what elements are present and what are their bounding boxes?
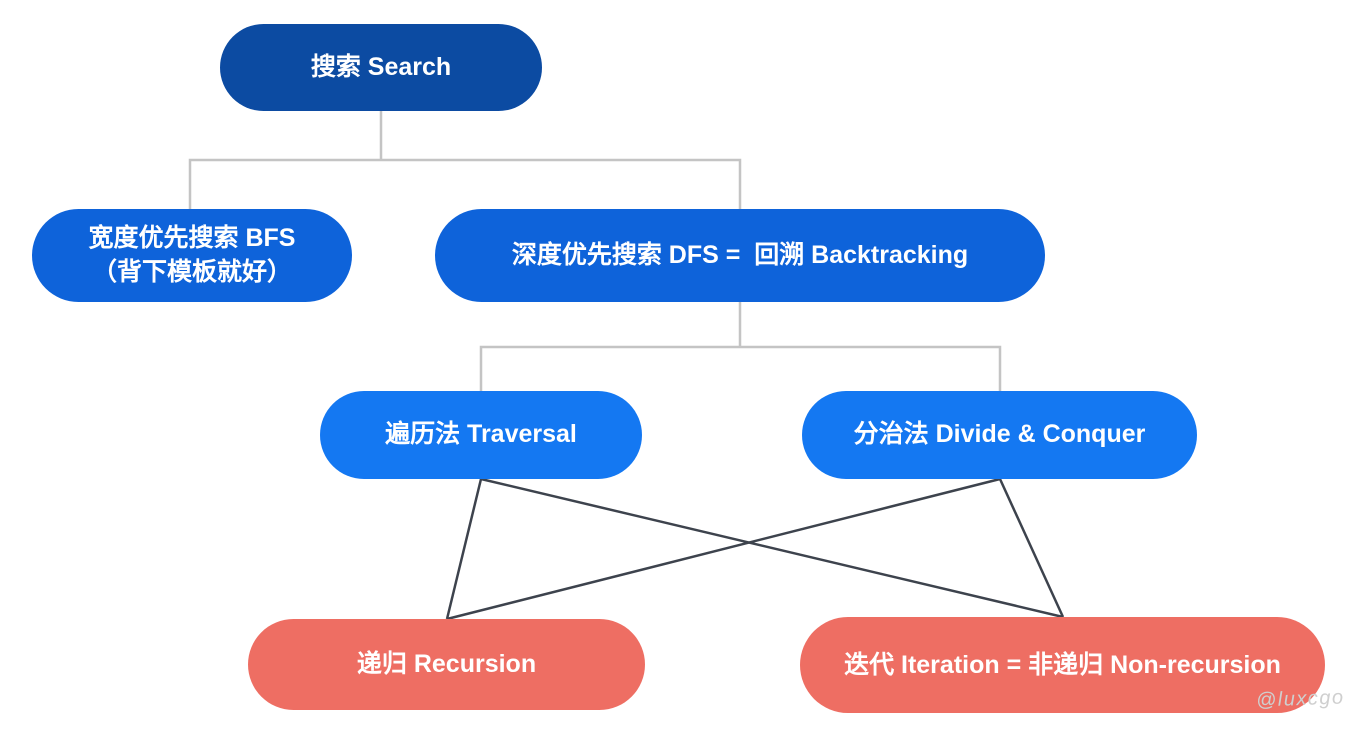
node-traversal-label: 遍历法 Traversal — [385, 420, 577, 449]
node-dfs-backtracking: 深度优先搜索 DFS = 回溯 Backtracking — [435, 209, 1045, 302]
node-divide-label: 分治法 Divide & Conquer — [853, 420, 1146, 449]
node-dfs-label: 深度优先搜索 DFS = 回溯 Backtracking — [511, 240, 969, 269]
edge-traversal-iteration — [480, 477, 1064, 619]
edge-traversal-recursion — [445, 478, 483, 620]
node-search: 搜索 Search — [220, 24, 542, 111]
node-divide-conquer: 分治法 Divide & Conquer — [802, 391, 1197, 479]
node-bfs-label: 宽度优先搜索 BFS （背下模板就好） — [88, 223, 296, 286]
node-iteration: 迭代 Iteration = 非递归 Non-recursion — [800, 617, 1325, 713]
edge-dfs-children — [479, 345, 1002, 391]
node-traversal: 遍历法 Traversal — [320, 391, 642, 479]
edge-divide-iteration — [998, 478, 1065, 618]
node-search-label: 搜索 Search — [310, 52, 452, 81]
watermark: @luxcgo — [1256, 686, 1346, 712]
edge-divide-recursion — [446, 477, 1001, 621]
edge-search-children — [188, 158, 742, 209]
node-recursion: 递归 Recursion — [248, 619, 645, 710]
node-recursion-label: 递归 Recursion — [356, 649, 537, 678]
node-bfs: 宽度优先搜索 BFS （背下模板就好） — [32, 209, 352, 302]
node-iteration-label: 迭代 Iteration = 非递归 Non-recursion — [844, 650, 1281, 679]
